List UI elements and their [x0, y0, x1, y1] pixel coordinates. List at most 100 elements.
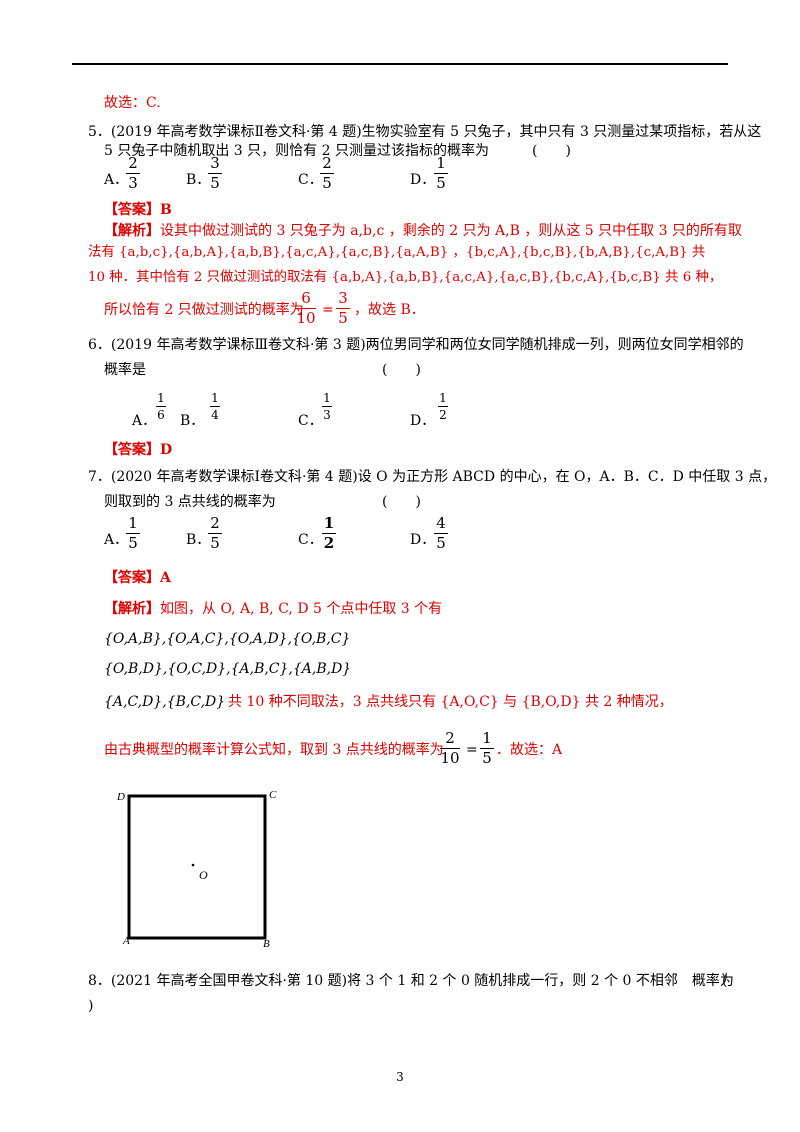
vertex-label-a: A	[122, 935, 130, 947]
q5-option-d-label: D．	[410, 172, 436, 188]
q7-answer-tag: 【答案】	[104, 570, 160, 586]
q8-paren-close: )	[88, 998, 94, 1014]
q7-option-c-label: C．	[298, 532, 323, 548]
q7-analysis-tag: 【解析】	[104, 601, 160, 617]
q5-analysis-tag: 【解析】	[104, 223, 160, 239]
q7-analysis-line4a: 由古典概型的概率计算公式知，取到 3 点共线的概率为	[104, 742, 444, 758]
square-abcd	[127, 794, 267, 940]
q5-option-b-den: 5	[210, 174, 220, 192]
q7-set-line3: {A,C,D},{B,C,D}	[104, 694, 226, 710]
q5-option-c-num: 2	[322, 154, 332, 172]
q7-set-line1: {O,A,B},{O,A,C},{O,A,D},{O,B,C}	[104, 631, 351, 647]
vertex-label-d: D	[116, 791, 125, 803]
q6-line1: 6．(2019 年高考数学课标Ⅲ卷文科·第 3 题)两位男同学和两位女同学随机排…	[88, 337, 744, 353]
q6-option-a-num: 1	[157, 391, 165, 405]
q7-line2: 则取到的 3 点共线的概率为	[104, 494, 276, 510]
q6-option-b-num: 1	[211, 391, 219, 405]
q7-answer-value: A	[160, 570, 171, 586]
q7-fraction2-den: 5	[482, 749, 492, 767]
square-diagram: D C O A B	[116, 789, 277, 950]
q5-option-a-num: 2	[128, 154, 138, 172]
q6-paren: ( )	[382, 362, 421, 378]
q7-analysis-line4b: ．故选：A	[496, 742, 563, 758]
q7-option-b-den: 5	[210, 534, 220, 552]
q5-answer: 【答案】B	[104, 201, 172, 219]
q7-analysis-line3b: 共 10 种不同取法，3 点共线只有 {A,O,C} 与 {B,O,D} 共 2…	[228, 694, 673, 710]
q5-fraction1-num: 6	[301, 289, 311, 307]
q7-option-a-den: 5	[128, 534, 138, 552]
q5-option-a-label: A．	[104, 172, 129, 188]
q5-line1: 5．(2019 年高考数学课标Ⅱ卷文科·第 4 题)生物实验室有 5 只兔子，其…	[88, 124, 762, 140]
q7-analysis-eq: =	[466, 742, 478, 758]
q6-option-c-den: 3	[323, 408, 331, 422]
q4-answer-tail: 故选：C.	[104, 95, 161, 111]
q6-option-d-num: 1	[439, 391, 447, 405]
q5-fraction1-den: 10	[296, 309, 316, 327]
q7-fraction1-num: 2	[445, 729, 455, 747]
q5-option-c-den: 5	[322, 174, 332, 192]
q6-option-a-label: A．	[132, 413, 157, 429]
square-figure: D C O A B	[115, 786, 295, 951]
q6-option-b-den: 4	[211, 408, 219, 422]
q7-analysis-line1: 【解析】如图，从 O, A, B, C, D 5 个点中任取 3 个有	[104, 600, 442, 618]
q7-option-d-num: 4	[436, 514, 446, 532]
center-label-o: O	[199, 868, 208, 882]
q5-answer-tag: 【答案】	[104, 202, 160, 218]
vertex-label-c: C	[269, 789, 277, 801]
q5-analysis-eq: =	[322, 302, 334, 318]
q5-answer-value: B	[160, 202, 172, 218]
q7-option-c-num: 1	[323, 514, 335, 532]
q5-option-d-num: 1	[436, 154, 446, 172]
q6-answer-tag: 【答案】	[104, 442, 160, 458]
q6-line2: 概率是	[104, 362, 146, 378]
q5-analysis-line2: 法有 {a,b,c},{a,b,A},{a,b,B},{a,c,A},{a,c,…	[88, 245, 706, 260]
q6-option-c-label: C．	[298, 413, 323, 429]
q5-option-c-label: C．	[298, 172, 323, 188]
q7-set-line2: {O,B,D},{O,C,D},{A,B,C},{A,B,D}	[104, 661, 352, 677]
q5-fraction2-den: 5	[338, 309, 348, 327]
center-point-o	[191, 863, 195, 867]
q5-analysis-line4b: ，故选 B．	[354, 302, 425, 318]
q7-option-b-num: 2	[210, 514, 220, 532]
q7-line1: 7．(2020 年高考数学课标Ⅰ卷文科·第 4 题)设 O 为正方形 ABCD …	[88, 469, 777, 485]
q5-option-a-den: 3	[128, 174, 138, 192]
q7-option-d-den: 5	[436, 534, 446, 552]
q5-line2: 5 只兔子中随机取出 3 只，则恰有 2 只测量过该指标的概率为	[104, 143, 489, 159]
q5-option-d-den: 5	[436, 174, 446, 192]
q7-option-c-den: 2	[323, 534, 335, 552]
q7-answer: 【答案】A	[104, 569, 171, 587]
q7-fraction1-den: 10	[440, 749, 460, 767]
q5-option-b-num: 3	[210, 154, 220, 172]
q6-answer: 【答案】D	[104, 441, 172, 459]
q5-analysis-line1: 【解析】设其中做过测试的 3 只兔子为 a,b,c ，剩余的 2 只为 A,B …	[104, 222, 742, 240]
q5-analysis-line4a: 所以恰有 2 只做过测试的概率为	[104, 302, 304, 318]
q6-option-b-label: B．	[180, 413, 205, 429]
vertex-label-b: B	[263, 938, 270, 950]
q5-fraction2-num: 3	[338, 289, 348, 307]
q7-analysis-text1: 如图，从 O, A, B, C, D 5 个点中任取 3 个有	[160, 601, 443, 617]
q6-option-d-label: D．	[410, 413, 436, 429]
q8-paren-open: (	[722, 973, 728, 989]
q7-paren: ( )	[382, 494, 421, 510]
q8-line1: 8．(2021 年高考全国甲卷文科·第 10 题)将 3 个 1 和 2 个 0…	[88, 973, 734, 989]
q7-option-b-label: B．	[186, 532, 211, 548]
page-number: 3	[396, 1070, 404, 1084]
q5-analysis-text1: 设其中做过测试的 3 只兔子为 a,b,c ，剩余的 2 只为 A,B ，则从这…	[160, 223, 742, 239]
q6-option-a-den: 6	[157, 408, 165, 422]
